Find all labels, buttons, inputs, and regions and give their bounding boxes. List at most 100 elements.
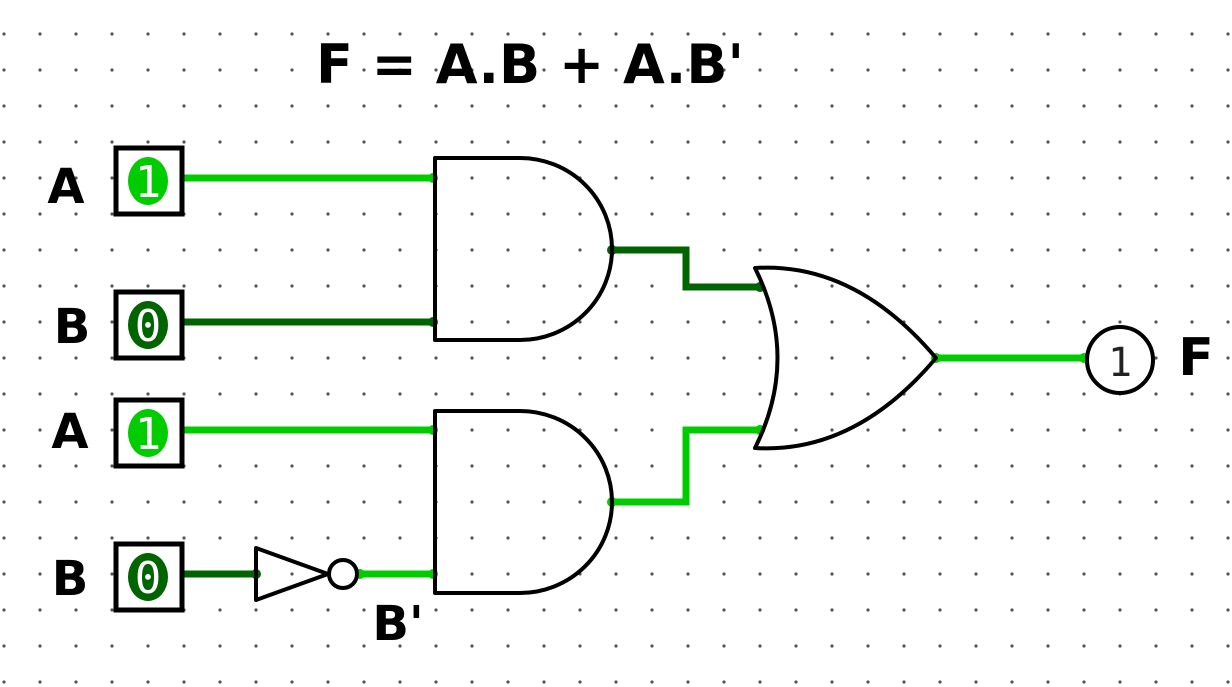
grid-dot (758, 680, 762, 684)
grid-dot (2, 392, 6, 396)
grid-dot (938, 140, 942, 144)
grid-dot (902, 572, 906, 576)
grid-dot (146, 68, 150, 72)
grid-dot (578, 284, 582, 288)
grid-dot (1190, 176, 1194, 180)
grid-dot (830, 176, 834, 180)
grid-dot (146, 680, 150, 684)
grid-dot (1082, 320, 1086, 324)
grid-dot (902, 644, 906, 648)
grid-dot (578, 104, 582, 108)
grid-dot (1154, 500, 1158, 504)
grid-dot (470, 320, 474, 324)
grid-dot (650, 140, 654, 144)
input-toggle-a-bottom[interactable]: 1 (113, 397, 185, 469)
grid-dot (2, 176, 6, 180)
grid-dot (758, 104, 762, 108)
grid-dot (1226, 464, 1230, 468)
grid-dot (254, 356, 258, 360)
grid-dot (1046, 644, 1050, 648)
grid-dot (38, 608, 42, 612)
grid-dot (830, 572, 834, 576)
input-toggle-b-bottom[interactable]: 0 (113, 541, 185, 613)
grid-dot (542, 32, 546, 36)
grid-dot (722, 248, 726, 252)
wire-and-top-output (612, 246, 760, 291)
grid-dot (326, 284, 330, 288)
grid-dot (74, 428, 78, 432)
grid-dot (902, 428, 906, 432)
grid-dot (614, 536, 618, 540)
grid-dot (362, 392, 366, 396)
grid-dot (1082, 32, 1086, 36)
grid-dot (290, 356, 294, 360)
grid-dot (470, 680, 474, 684)
not-output-label: B' (372, 596, 423, 652)
grid-dot (38, 392, 42, 396)
grid-dot (938, 32, 942, 36)
grid-dot (866, 644, 870, 648)
grid-dot (1046, 572, 1050, 576)
input-toggle-b-top[interactable]: 0 (113, 289, 185, 361)
grid-dot (1046, 680, 1050, 684)
grid-dot (1082, 608, 1086, 612)
grid-dot (542, 644, 546, 648)
not-gate (254, 546, 330, 602)
grid-dot (1118, 176, 1122, 180)
grid-dot (1046, 500, 1050, 504)
grid-dot (2, 572, 6, 576)
grid-dot (38, 284, 42, 288)
grid-dot (614, 140, 618, 144)
grid-dot (2, 32, 6, 36)
grid-dot (254, 104, 258, 108)
grid-dot (146, 536, 150, 540)
grid-dot (470, 428, 474, 432)
grid-dot (650, 572, 654, 576)
grid-dot (2, 428, 6, 432)
grid-dot (542, 140, 546, 144)
grid-dot (938, 680, 942, 684)
grid-dot (182, 248, 186, 252)
grid-dot (182, 284, 186, 288)
grid-dot (110, 356, 114, 360)
grid-dot (974, 536, 978, 540)
grid-dot (758, 572, 762, 576)
grid-dot (1010, 428, 1014, 432)
grid-dot (362, 68, 366, 72)
grid-dot (1226, 392, 1230, 396)
grid-dot (722, 140, 726, 144)
grid-dot (434, 608, 438, 612)
grid-dot (686, 140, 690, 144)
grid-dot (506, 212, 510, 216)
grid-dot (650, 104, 654, 108)
input-toggle-a-top[interactable]: 1 (113, 145, 185, 217)
grid-dot (1154, 140, 1158, 144)
grid-dot (722, 212, 726, 216)
grid-dot (830, 680, 834, 684)
output-probe (1085, 325, 1155, 395)
grid-dot (830, 428, 834, 432)
grid-dot (1082, 644, 1086, 648)
grid-dot (398, 608, 402, 612)
grid-dot (362, 356, 366, 360)
grid-dot (1154, 320, 1158, 324)
grid-dot (974, 248, 978, 252)
grid-dot (218, 644, 222, 648)
grid-dot (1190, 320, 1194, 324)
grid-dot (902, 356, 906, 360)
grid-dot (578, 464, 582, 468)
grid-dot (794, 248, 798, 252)
grid-dot (470, 356, 474, 360)
grid-dot (542, 392, 546, 396)
grid-dot (578, 680, 582, 684)
grid-dot (470, 212, 474, 216)
grid-dot (74, 464, 78, 468)
grid-dot (866, 176, 870, 180)
grid-dot (614, 680, 618, 684)
grid-dot (902, 536, 906, 540)
grid-dot (794, 176, 798, 180)
grid-dot (1154, 428, 1158, 432)
grid-dot (398, 248, 402, 252)
grid-dot (578, 248, 582, 252)
grid-dot (614, 284, 618, 288)
